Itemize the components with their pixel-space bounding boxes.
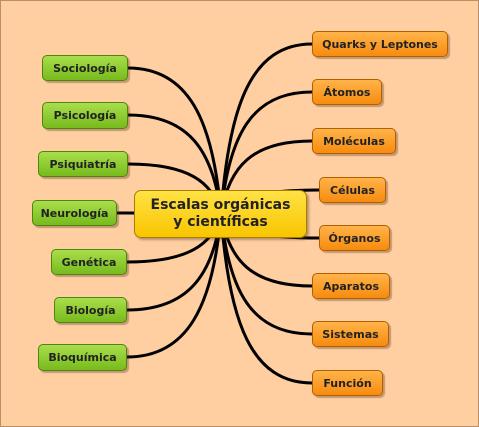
node-genetica[interactable]: Genética xyxy=(51,249,127,275)
node-label: Átomos xyxy=(323,85,371,99)
central-topic-line-2: y científicas xyxy=(173,214,268,230)
node-funcion[interactable]: Función xyxy=(312,370,383,396)
node-label: Psicología xyxy=(53,109,117,122)
right-connector-1 xyxy=(219,90,314,216)
node-sistemas[interactable]: Sistemas xyxy=(312,321,389,347)
node-label: Células xyxy=(330,183,375,197)
node-organos[interactable]: Órganos xyxy=(319,225,390,251)
central-topic-node[interactable]: Escalas orgánicas y científicas xyxy=(134,190,307,238)
node-atomos[interactable]: Átomos xyxy=(312,79,382,105)
node-psiquiatria[interactable]: Psiquiatría xyxy=(38,151,128,177)
node-label: Sociología xyxy=(53,61,117,75)
node-label: Quarks y Leptones xyxy=(322,37,438,51)
node-label: Genética xyxy=(61,255,117,269)
node-label: Función xyxy=(323,376,372,390)
node-label: Aparatos xyxy=(322,279,380,293)
node-quarks-y-leptones[interactable]: Quarks y Leptones xyxy=(312,31,448,57)
node-sociologia[interactable]: Sociología xyxy=(42,55,128,81)
node-label: Órganos xyxy=(328,231,381,245)
node-label: Bioquímica xyxy=(48,351,117,364)
node-label: Sistemas xyxy=(322,327,379,341)
node-bioquimica[interactable]: Bioquímica xyxy=(38,344,127,371)
right-connector-0 xyxy=(219,42,314,216)
node-psicologia[interactable]: Psicología xyxy=(42,102,128,129)
node-label: Moléculas xyxy=(323,134,385,148)
node-label: Psiquiatría xyxy=(49,157,117,171)
left-connector-6 xyxy=(125,212,223,359)
left-connector-0 xyxy=(126,66,223,216)
node-biologia[interactable]: Biología xyxy=(54,297,127,323)
node-label: Biología xyxy=(65,303,116,317)
node-label: Neurología xyxy=(40,206,109,220)
node-celulas[interactable]: Células xyxy=(319,177,386,203)
node-neurologia[interactable]: Neurología xyxy=(32,200,117,226)
central-topic-line-1: Escalas orgánicas xyxy=(150,197,291,213)
node-aparatos[interactable]: Aparatos xyxy=(312,273,390,299)
right-connector-7 xyxy=(219,212,314,385)
node-moleculas[interactable]: Moléculas xyxy=(312,128,396,154)
